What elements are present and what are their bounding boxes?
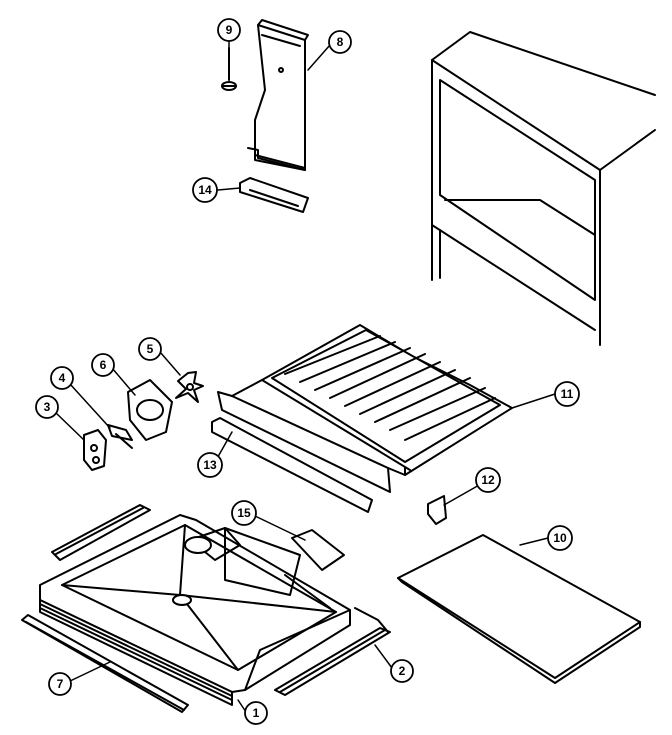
- svg-text:15: 15: [237, 506, 251, 520]
- svg-text:14: 14: [198, 183, 212, 197]
- svg-text:4: 4: [59, 371, 66, 385]
- svg-text:10: 10: [553, 531, 567, 545]
- svg-text:3: 3: [44, 400, 51, 414]
- callout-3: 3: [35, 395, 59, 419]
- callout-9: 9: [217, 18, 241, 42]
- bracket: [239, 177, 309, 213]
- cabinet-outline: [431, 31, 656, 346]
- callout-1: 1: [244, 701, 268, 725]
- screw: [221, 47, 237, 91]
- front-trim: [211, 417, 373, 513]
- base-pan: [39, 514, 351, 706]
- freezer-shelf: [217, 324, 513, 493]
- fan-motor: [83, 429, 107, 471]
- callout-10: 10: [547, 525, 573, 551]
- front-rail: [21, 614, 189, 713]
- svg-text:8: 8: [337, 35, 344, 49]
- svg-text:9: 9: [226, 23, 233, 37]
- callout-15: 15: [231, 500, 257, 526]
- leader-lines: [54, 37, 556, 713]
- svg-text:13: 13: [203, 458, 217, 472]
- callout-14: 14: [192, 177, 218, 203]
- svg-text:5: 5: [147, 342, 154, 356]
- callouts: 9 8 14 5 6 4 3 11: [35, 18, 580, 725]
- svg-text:2: 2: [399, 664, 406, 678]
- svg-text:11: 11: [561, 387, 574, 401]
- svg-text:12: 12: [481, 473, 495, 487]
- vent-cover: [247, 19, 309, 171]
- callout-11: 11: [554, 381, 580, 407]
- svg-text:6: 6: [100, 358, 107, 372]
- callout-6: 6: [91, 353, 115, 377]
- damper-part: [291, 529, 345, 571]
- svg-text:1: 1: [253, 706, 260, 720]
- shelf-clip: [427, 495, 447, 525]
- cover-panel: [397, 534, 641, 684]
- callout-5: 5: [138, 337, 162, 361]
- fan-shroud: [127, 379, 173, 441]
- motor-bracket: [107, 424, 133, 449]
- callout-13: 13: [197, 452, 223, 478]
- callout-2: 2: [390, 659, 414, 683]
- callout-12: 12: [475, 467, 501, 493]
- svg-text:7: 7: [57, 677, 64, 691]
- fan-blade: [175, 371, 204, 403]
- callout-7: 7: [48, 672, 72, 696]
- callout-4: 4: [50, 366, 74, 390]
- left-rail: [51, 504, 151, 561]
- right-rail: [274, 607, 391, 696]
- callout-8: 8: [328, 30, 352, 54]
